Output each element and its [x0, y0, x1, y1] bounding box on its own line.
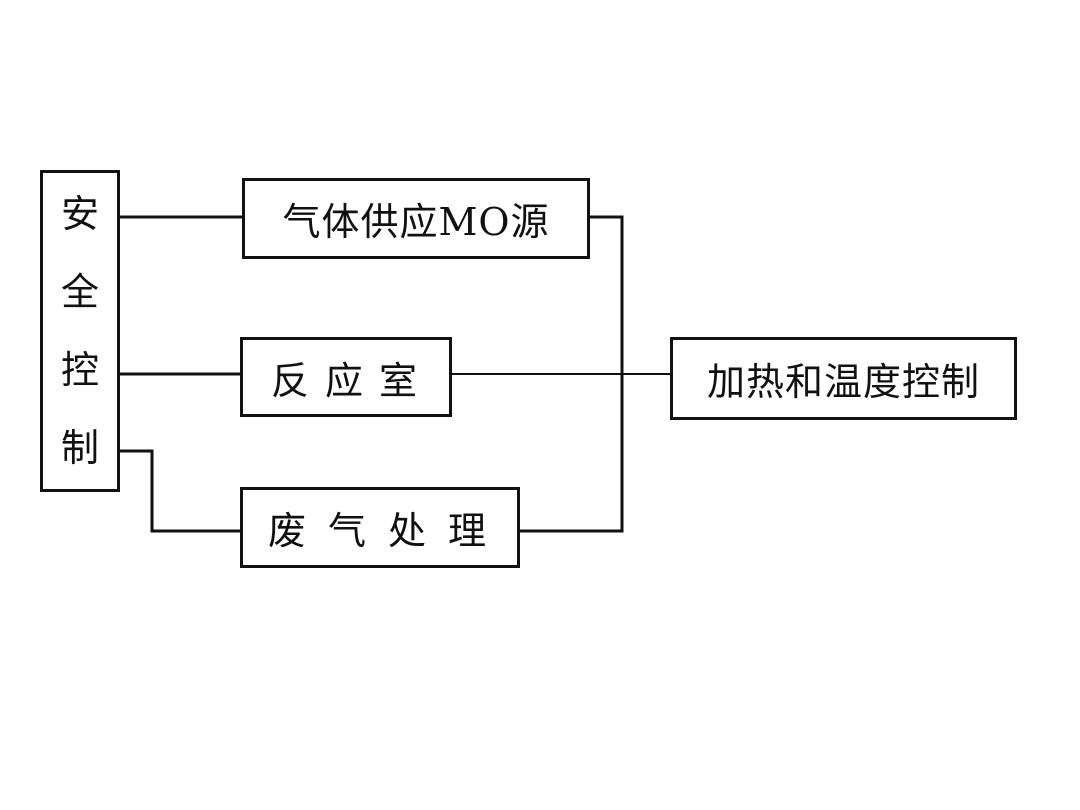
safety-char-4: 制: [60, 426, 99, 470]
reactor-label: 反应室: [270, 358, 433, 403]
exhaust-treatment-box: 废气处理: [240, 487, 520, 568]
heating-control-box: 加热和温度控制: [670, 337, 1017, 420]
exhaust-label: 废气处理: [267, 509, 508, 553]
safety-char-2: 全: [60, 270, 99, 314]
heating-label: 加热和温度控制: [706, 360, 980, 404]
link-safety-exhaust: [120, 449, 240, 533]
safety-char-3: 控: [60, 348, 99, 392]
safety-control-box: 安 全 控 制: [40, 170, 120, 492]
gas-supply-label: 气体供应MO源: [282, 200, 550, 244]
reactor-box: 反应室: [240, 337, 452, 417]
safety-char-1: 安: [60, 192, 99, 236]
gas-supply-box: 气体供应MO源: [242, 178, 590, 259]
